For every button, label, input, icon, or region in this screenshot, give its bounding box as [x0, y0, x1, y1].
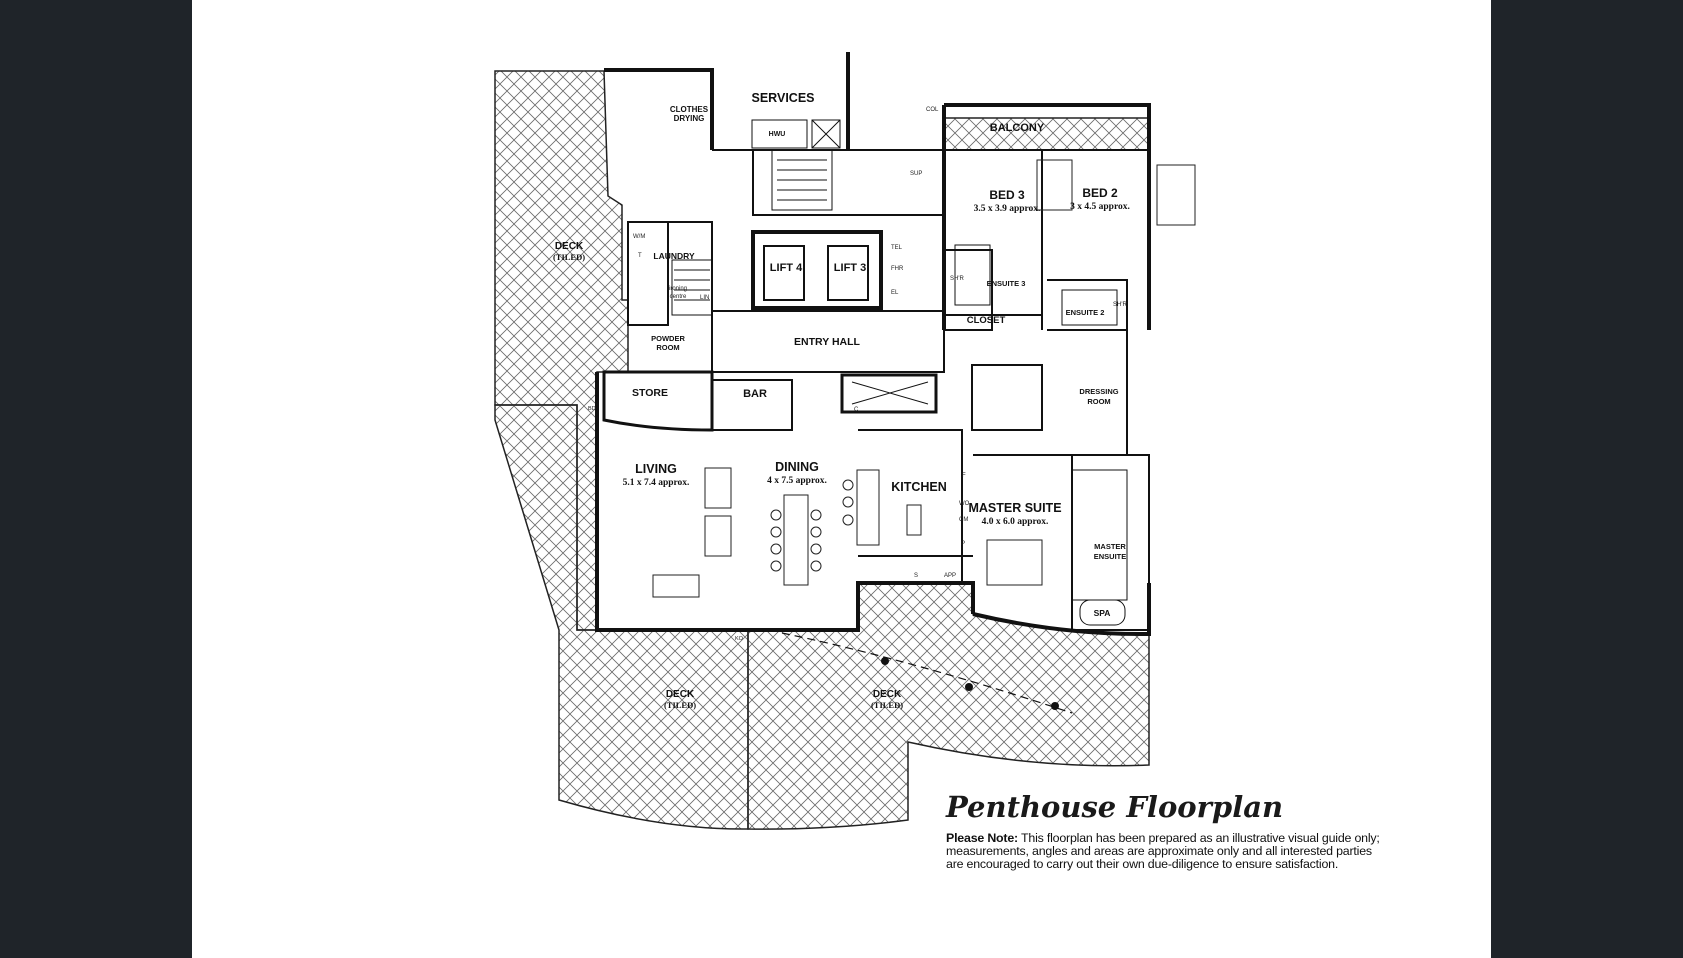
- note-label: Please Note:: [946, 831, 1018, 845]
- label-shr-ensuite2: SH'R: [1113, 302, 1127, 308]
- label-tel: TEL: [891, 245, 903, 251]
- label-living-size: 5.1 x 7.4 approx.: [623, 478, 690, 488]
- label-el: EL: [891, 290, 899, 296]
- label-master-size: 4.0 x 6.0 approx.: [982, 517, 1049, 527]
- label-bed3-size: 3.5 x 3.9 approx.: [974, 204, 1041, 214]
- label-deck-top-left: DECK: [555, 241, 584, 252]
- floorplan-sheet: SERVICES CLOTHES DRYING HWU BALCONY COL …: [192, 0, 1491, 958]
- label-ensuite2: ENSUITE 2: [1066, 308, 1105, 317]
- note-line-3: are encouraged to carry out their own du…: [946, 857, 1339, 871]
- balcony-area: [943, 117, 1150, 151]
- label-ironing: ironing: [669, 286, 687, 292]
- label-store: STORE: [632, 387, 668, 399]
- label-dining: DINING: [775, 460, 819, 474]
- label-t: T: [638, 253, 642, 259]
- label-living: LIVING: [635, 462, 677, 476]
- label-services: SERVICES: [752, 91, 815, 105]
- label-lin: LIN: [700, 295, 709, 301]
- label-deck-bottom-left-tiled: (TILED): [664, 700, 696, 710]
- label-lift4: LIFT 4: [770, 262, 803, 274]
- label-bed2-size: 3 x 4.5 approx.: [1070, 202, 1130, 212]
- label-bar: BAR: [743, 388, 767, 400]
- label-hwu: HWU: [769, 131, 786, 138]
- label-deck-bottom-left: DECK: [666, 689, 695, 700]
- label-spa: SPA: [1094, 608, 1111, 618]
- label-kitchen: KITCHEN: [891, 480, 947, 494]
- label-master-ensuite: MASTER: [1094, 542, 1126, 551]
- label-deck-bottom-right-tiled: (TILED): [871, 700, 903, 710]
- note-line-2: measurements, angles and areas are appro…: [946, 844, 1372, 858]
- label-app: APP: [944, 573, 956, 579]
- label-balcony: BALCONY: [990, 122, 1045, 134]
- label-fhr: FHR: [891, 266, 904, 272]
- label-master-suite: MASTER SUITE: [968, 501, 1061, 515]
- label-ironing-2: centre: [670, 294, 687, 300]
- label-cm: CM: [959, 517, 968, 523]
- label-entry-hall: ENTRY HALL: [794, 336, 861, 348]
- label-deck-bottom-right: DECK: [873, 689, 902, 700]
- label-s: S: [914, 573, 918, 579]
- label-ko: KO: [735, 636, 744, 642]
- disclaimer-note: Please Note: This floorplan has been pre…: [946, 832, 1466, 871]
- label-shr-ensuite3: SH'R: [950, 276, 964, 282]
- label-clothes-drying-2: DRYING: [674, 114, 705, 123]
- deck-left-outer: [494, 404, 749, 830]
- label-clothes-drying: CLOTHES: [670, 105, 709, 114]
- label-bed2: BED 2: [1082, 186, 1118, 200]
- label-master-ensuite-2: ENSUITE: [1094, 552, 1127, 561]
- label-ensuite3: ENSUITE 3: [987, 279, 1026, 288]
- label-deck-top-left-tiled: (TILED): [553, 252, 585, 262]
- label-powder-room-2: ROOM: [656, 343, 679, 352]
- label-bd: BD: [588, 406, 596, 412]
- label-bed3: BED 3: [989, 188, 1025, 202]
- label-wo: WO: [959, 501, 970, 507]
- label-laundry: LAUNDRY: [653, 251, 695, 261]
- label-dressing-room-2: ROOM: [1087, 397, 1110, 406]
- floorplan-title: Penthouse Floorplan: [946, 790, 1284, 824]
- label-sup: SUP: [910, 171, 922, 177]
- caption-block: Penthouse Floorplan Please Note: This fl…: [946, 790, 1466, 871]
- label-col: COL: [926, 107, 939, 113]
- label-closet: CLOSET: [967, 315, 1006, 326]
- label-f: F: [962, 473, 966, 479]
- floorplan-drawing: SERVICES CLOTHES DRYING HWU BALCONY COL …: [494, 52, 1196, 830]
- label-dressing-room: DRESSING: [1079, 387, 1118, 396]
- label-c: C: [854, 407, 859, 413]
- note-line-1: This floorplan has been prepared as an i…: [1017, 831, 1380, 845]
- label-lift3: LIFT 3: [834, 262, 866, 274]
- label-dining-size: 4 x 7.5 approx.: [767, 476, 827, 486]
- label-powder-room: POWDER: [651, 334, 685, 343]
- label-wm: W/M: [633, 234, 645, 240]
- label-p: P: [961, 541, 965, 547]
